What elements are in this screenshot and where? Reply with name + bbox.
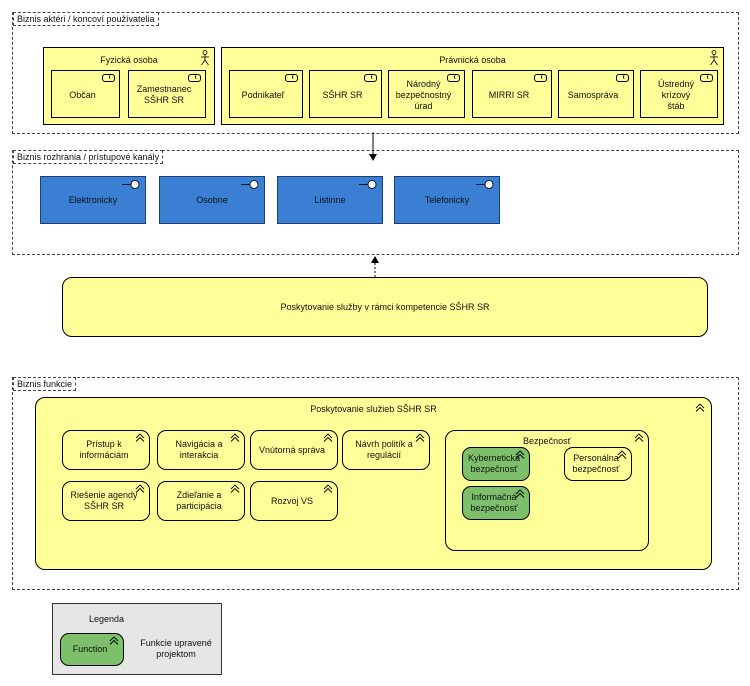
bezpecnost-title: Bezpečnosť (523, 436, 571, 446)
business-service[interactable]: Poskytovanie služby v rámci kompetencie … (62, 277, 708, 337)
interface-label: Elektronicky (68, 195, 118, 205)
role-label: MIRRI SR (488, 89, 530, 100)
actors-group-title: Biznis aktéri / koncoví používatelia (13, 12, 159, 26)
role-icon (364, 74, 377, 82)
function-navigacia[interactable]: Navigácia a interakcia (157, 430, 245, 470)
interface-icon (122, 180, 140, 189)
role-icon (447, 74, 460, 82)
pravnicka-osoba-title: Právnická osoba (439, 55, 506, 65)
legend: Legenda Function Funkcie upravené projek… (52, 603, 222, 675)
role-icon (534, 74, 547, 82)
role-label: Ústredný krízový štáb (657, 78, 694, 111)
role-icon (616, 74, 629, 82)
interfaces-group: Biznis rozhrania / prístupové kanály (12, 150, 739, 255)
role-label: Národný bezpečnostný úrad (395, 78, 452, 111)
main-function-title: Poskytovanie služieb SŠHR SR (310, 404, 437, 414)
function-riesenie-agendy[interactable]: Riešenie agendy SŠHR SR (62, 481, 150, 521)
function-icon (634, 433, 644, 442)
role-zamestnanec[interactable]: Zamestnanec SŠHR SR (128, 70, 206, 118)
interface-telefonicky[interactable]: Telefonicky (394, 176, 500, 224)
actor-icon (710, 50, 718, 66)
service-label: Poskytovanie služby v rámci kompetencie … (280, 302, 490, 312)
function-icon (135, 484, 145, 493)
function-icon (617, 450, 627, 459)
role-icon (700, 74, 713, 82)
legend-description: Funkcie upravené projektom (140, 638, 212, 659)
interface-icon (476, 180, 494, 189)
function-kyberneticka-bezpecnost[interactable]: Kybernetická bezpečnosť (462, 447, 530, 481)
role-mirri-sr[interactable]: MIRRI SR (472, 70, 552, 118)
function-icon (230, 433, 240, 442)
role-samosprava[interactable]: Samospráva (558, 70, 634, 118)
function-icon (323, 484, 333, 493)
role-sshr-sr[interactable]: SŠHR SR (309, 70, 382, 118)
fyzicka-osoba-title: Fyzická osoba (100, 55, 158, 65)
interface-osobne[interactable]: Osobne (159, 176, 265, 224)
role-label: Zamestnanec SŠHR SR (136, 84, 192, 105)
role-obcan[interactable]: Občan (51, 70, 120, 118)
role-krizovy-stab[interactable]: Ústredný krízový štáb (640, 70, 718, 118)
actor-icon (201, 50, 209, 66)
role-label: Občan (69, 89, 96, 100)
interface-label: Osobne (196, 195, 228, 205)
interface-icon (241, 180, 259, 189)
interface-label: Telefonicky (424, 195, 470, 205)
role-nbu[interactable]: Národný bezpečnostný úrad (388, 70, 465, 118)
function-icon (230, 484, 240, 493)
role-icon (102, 74, 115, 82)
legend-title: Legenda (89, 614, 125, 624)
function-icon (135, 433, 145, 442)
role-icon (188, 74, 201, 82)
function-rozvoj-vs[interactable]: Rozvoj VS (250, 481, 338, 521)
function-icon (695, 403, 705, 412)
function-zdielanie[interactable]: Zdieľanie a participácia (157, 481, 245, 521)
role-icon (285, 74, 298, 82)
interface-elektronicky[interactable]: Elektronicky (40, 176, 146, 224)
function-navrh-politik[interactable]: Návrh politík a regulácií (342, 430, 430, 470)
function-icon (415, 433, 425, 442)
function-personalna-bezpecnost[interactable]: Personálna bezpečnosť (564, 447, 632, 481)
function-pristup[interactable]: Prístup k informáciám (62, 430, 150, 470)
role-label: SŠHR SR (322, 89, 363, 100)
function-icon (515, 450, 525, 459)
legend-function-sample: Function (60, 633, 124, 666)
role-label: Samospráva (567, 89, 619, 100)
interface-label: Listinne (314, 195, 346, 205)
interface-icon (359, 180, 377, 189)
function-informacna-bezpecnost[interactable]: Informačná bezpečnosť (462, 486, 530, 520)
interface-listinne[interactable]: Listinne (277, 176, 383, 224)
function-icon (515, 489, 525, 498)
function-icon (109, 636, 119, 645)
interfaces-group-title: Biznis rozhrania / prístupové kanály (13, 150, 164, 164)
function-icon (323, 433, 333, 442)
role-podnikatel[interactable]: Podnikateľ (229, 70, 303, 118)
functions-group-title: Biznis funkcie (13, 377, 77, 391)
function-vnutorna-sprava[interactable]: Vnútorná správa (250, 430, 338, 470)
role-label: Podnikateľ (241, 89, 285, 100)
functions-group: Biznis funkcie (12, 377, 739, 590)
actors-group: Biznis aktéri / koncoví používatelia (12, 12, 739, 134)
